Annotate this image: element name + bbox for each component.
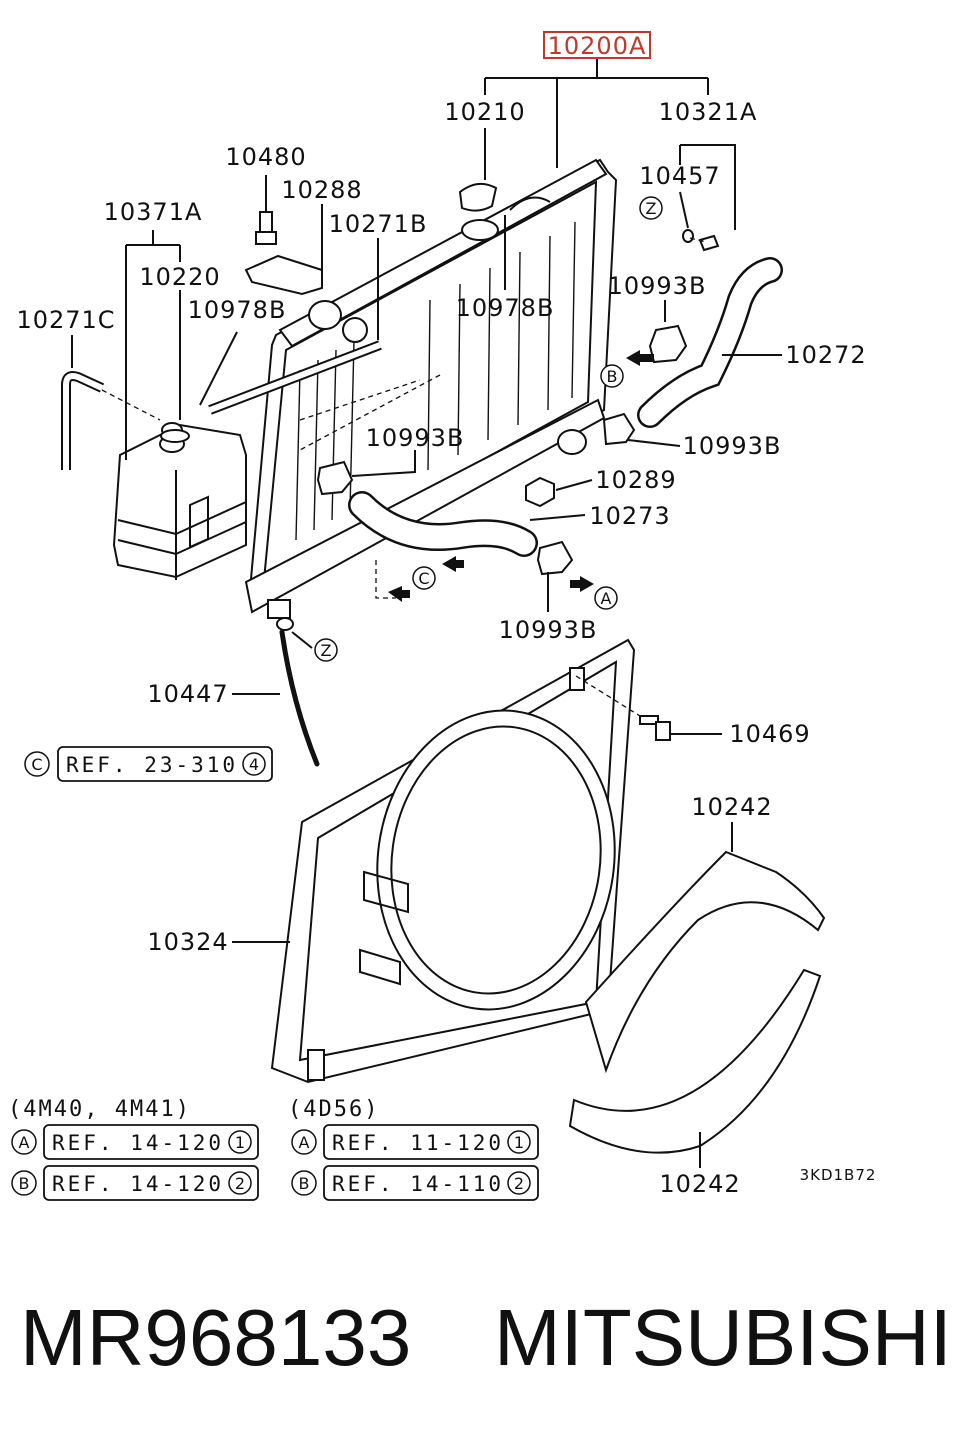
svg-text:2: 2: [235, 1174, 245, 1193]
fan-shroud-drawing: [270, 638, 636, 1084]
label-10200A: 10200A: [548, 32, 647, 60]
ref-box-g1-b: B REF. 14-120 2: [11, 1165, 259, 1201]
label-10993B-c: 10993B: [366, 424, 465, 452]
ref-g1-a-text: REF. 14-120: [52, 1131, 224, 1155]
label-10993B-d: 10993B: [499, 616, 598, 644]
label-10271B: 10271B: [329, 210, 428, 238]
engine-group-1: (4M40, 4M41): [8, 1097, 191, 1122]
marker-c: C: [418, 569, 429, 588]
label-10220: 10220: [139, 263, 220, 291]
ref-c-text: REF. 23-310: [66, 753, 238, 777]
marker-b: B: [607, 367, 618, 386]
label-10469: 10469: [729, 720, 810, 748]
label-10324: 10324: [147, 928, 228, 956]
label-10371A: 10371A: [104, 198, 203, 226]
label-10273: 10273: [589, 502, 670, 530]
marker-a: A: [601, 589, 612, 608]
label-10978B-left: 10978B: [188, 296, 287, 324]
engine-group-2: (4D56): [288, 1097, 379, 1122]
bracket-10288-drawing: [244, 211, 323, 296]
label-10993B-b: 10993B: [683, 432, 782, 460]
label-10242-top: 10242: [691, 793, 772, 821]
label-10321A: 10321A: [659, 98, 758, 126]
svg-text:1: 1: [514, 1133, 524, 1152]
highlight-box: [543, 31, 651, 59]
label-10480: 10480: [225, 143, 306, 171]
footer-brand: MITSUBISHI: [494, 1293, 952, 1382]
svg-text:2: 2: [514, 1174, 524, 1193]
svg-text:1: 1: [235, 1133, 245, 1152]
marker-z-bottom: Z: [321, 641, 332, 660]
ref-box-g1-a: A REF. 14-120 1: [11, 1124, 259, 1160]
label-10210: 10210: [444, 98, 525, 126]
marker-z-top: Z: [646, 199, 657, 218]
circle-markers: Z B C A Z: [314, 196, 663, 662]
ref-box-g2-a: A REF. 11-120 1: [291, 1124, 539, 1160]
leader-lines: [71, 58, 782, 1168]
label-10271C: 10271C: [16, 306, 115, 334]
footer-part-number: MR968133: [20, 1293, 411, 1382]
label-10978B-right: 10978B: [456, 294, 555, 322]
label-10993B-a: 10993B: [608, 272, 707, 300]
label-10242-bottom: 10242: [659, 1170, 740, 1198]
ref-g2-a-text: REF. 11-120: [332, 1131, 504, 1155]
svg-text:B: B: [19, 1174, 30, 1193]
svg-text:A: A: [299, 1133, 310, 1152]
dashed-lines: [101, 237, 707, 717]
drain-tube-10447: [279, 629, 320, 767]
label-10457: 10457: [639, 162, 720, 190]
ref-c-num: 4: [249, 755, 259, 774]
o-ring-10457: [682, 229, 694, 243]
part-labels: 10200A 10210 10321A 10480 10288 10457 10…: [16, 31, 866, 1198]
drawing-code: 3KD1B72: [800, 1166, 877, 1184]
ref-g1-b-text: REF. 14-120: [52, 1172, 224, 1196]
svg-text:C: C: [31, 755, 42, 774]
label-10447: 10447: [147, 680, 228, 708]
svg-text:B: B: [299, 1174, 310, 1193]
svg-text:A: A: [19, 1133, 30, 1152]
flow-arrows: [388, 350, 654, 602]
label-10272: 10272: [785, 341, 866, 369]
overflow-tube-10271c: [61, 371, 105, 470]
ref-box-g2-b: B REF. 14-110 2: [291, 1165, 539, 1201]
ref-box-c: C REF. 23-310 4: [24, 746, 273, 782]
shroud-halves-drawing: [568, 850, 826, 1154]
ref-g2-b-text: REF. 14-110: [332, 1172, 504, 1196]
hose-clamps: [316, 324, 688, 576]
bolt-10469-drawing: [639, 715, 671, 741]
reservoir-tank-drawing: [112, 422, 247, 580]
label-10288: 10288: [281, 176, 362, 204]
label-10289: 10289: [595, 466, 676, 494]
